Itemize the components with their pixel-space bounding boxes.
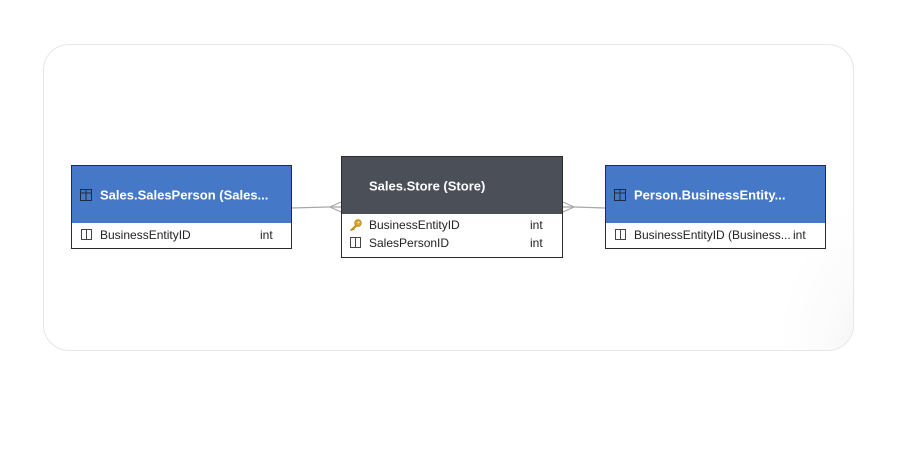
entity-header[interactable]: Sales.Store (Store) bbox=[342, 157, 562, 214]
entity-sales-store[interactable]: Sales.Store (Store) BusinessEntityID int… bbox=[341, 156, 563, 258]
column-name: BusinessEntityID (Business... bbox=[634, 228, 791, 242]
column-row[interactable]: SalesPersonID int bbox=[342, 234, 562, 252]
column-name: BusinessEntityID bbox=[100, 228, 191, 242]
entity-columns: BusinessEntityID int bbox=[72, 223, 291, 244]
table-icon bbox=[80, 188, 92, 201]
column-type: int bbox=[260, 228, 273, 242]
column-icon bbox=[615, 229, 626, 240]
column-type: int bbox=[530, 218, 543, 232]
key-icon bbox=[350, 219, 362, 231]
entity-columns: BusinessEntityID (Business... int bbox=[606, 223, 825, 244]
column-row[interactable]: BusinessEntityID (Business... int bbox=[606, 226, 825, 244]
column-row[interactable]: BusinessEntityID int bbox=[342, 216, 562, 234]
column-type: int bbox=[793, 228, 806, 242]
column-name: SalesPersonID bbox=[369, 236, 450, 250]
entity-person-businessentity[interactable]: Person.BusinessEntity... BusinessEntityI… bbox=[605, 165, 826, 249]
column-icon bbox=[81, 229, 92, 240]
entity-sales-salesperson[interactable]: Sales.SalesPerson (Sales... BusinessEnti… bbox=[71, 165, 292, 249]
entity-title: Person.BusinessEntity... bbox=[634, 187, 786, 202]
column-name: BusinessEntityID bbox=[369, 218, 460, 232]
entity-header[interactable]: Sales.SalesPerson (Sales... bbox=[72, 166, 291, 223]
entity-title: Sales.Store (Store) bbox=[369, 178, 486, 193]
table-icon bbox=[614, 188, 626, 201]
column-row[interactable]: BusinessEntityID int bbox=[72, 226, 291, 244]
column-type: int bbox=[530, 236, 543, 250]
column-icon bbox=[350, 237, 361, 248]
entity-columns: BusinessEntityID int SalesPersonID int bbox=[342, 214, 562, 252]
entity-header[interactable]: Person.BusinessEntity... bbox=[606, 166, 825, 223]
entity-title: Sales.SalesPerson (Sales... bbox=[100, 187, 269, 202]
